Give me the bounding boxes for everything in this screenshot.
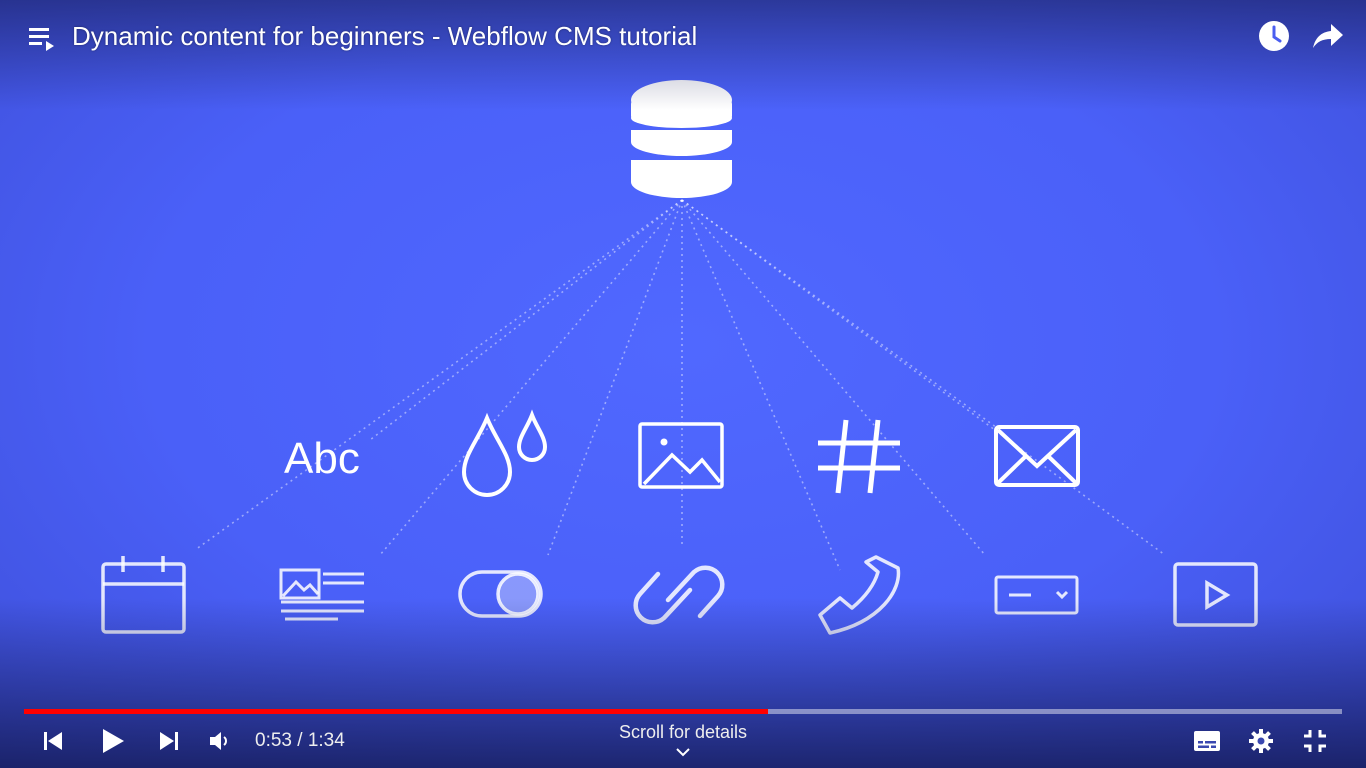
settings-button[interactable]	[1245, 725, 1277, 757]
chevron-down-icon[interactable]	[675, 746, 691, 758]
play-button[interactable]	[96, 724, 130, 758]
color-drops-icon	[461, 409, 548, 497]
play-icon	[103, 729, 124, 753]
connection-lines	[194, 199, 1166, 571]
toggle-switch-icon	[458, 570, 543, 618]
gear-icon	[1249, 729, 1273, 753]
volume-button[interactable]	[204, 726, 236, 756]
volume-icon	[210, 732, 227, 750]
video-title[interactable]: Dynamic content for beginners - Webflow …	[72, 21, 698, 51]
calendar-date-icon	[101, 556, 186, 634]
time-display: 0:53 / 1:34	[255, 730, 345, 751]
watch-later-button[interactable]	[1256, 18, 1292, 54]
exit-fullscreen-button[interactable]	[1299, 725, 1331, 757]
phone-icon	[818, 555, 901, 635]
progress-bar[interactable]	[24, 709, 1342, 714]
playlist-icon	[29, 28, 54, 51]
progress-played	[24, 709, 768, 714]
playlist-button[interactable]	[24, 22, 58, 54]
text-abc-icon: Abc	[284, 434, 360, 483]
share-button[interactable]	[1310, 18, 1346, 54]
share-arrow-icon	[1313, 24, 1343, 48]
next-button[interactable]	[154, 726, 184, 756]
hashtag-number-icon	[818, 419, 900, 494]
clock-icon	[1259, 21, 1289, 51]
skip-previous-icon	[44, 732, 62, 750]
link-icon	[633, 565, 725, 625]
subtitles-button[interactable]	[1191, 726, 1223, 756]
email-envelope-icon	[994, 425, 1080, 487]
database-icon	[631, 80, 732, 198]
rich-text-icon	[279, 568, 364, 621]
image-icon	[638, 422, 724, 489]
dropdown-option-icon	[994, 575, 1079, 615]
video-play-icon	[1173, 562, 1258, 627]
scroll-for-details[interactable]: Scroll for details	[618, 722, 748, 742]
previous-button[interactable]	[38, 726, 68, 756]
skip-next-icon	[160, 732, 178, 750]
subtitles-icon	[1194, 731, 1220, 751]
exit-fullscreen-icon	[1304, 730, 1326, 752]
